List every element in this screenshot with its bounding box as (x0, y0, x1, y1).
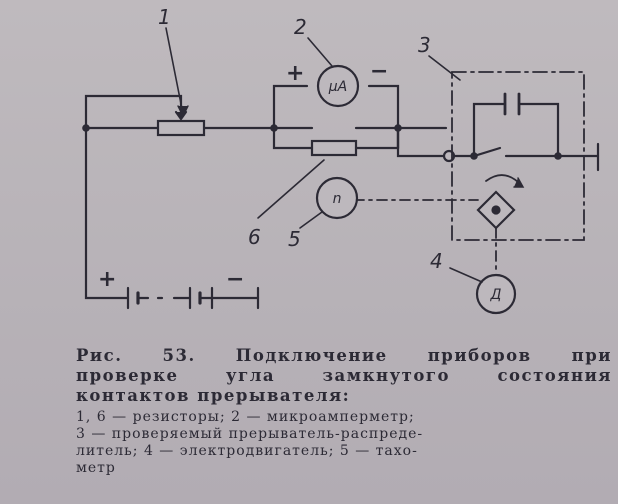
label-6: 6 (248, 225, 261, 249)
leader-4 (449, 267, 483, 283)
microammeter (316, 64, 360, 108)
battery (126, 286, 260, 310)
electric-motor (475, 273, 517, 315)
plus-sign-battery: + (98, 267, 116, 292)
distributor-box (451, 71, 585, 241)
circuit-diagram: 1 2 3 4 5 6 + − + − μA n Д (82, 5, 600, 315)
label-2: 2 (294, 15, 307, 39)
microammeter-symbol: μA (328, 79, 347, 95)
cam-rotor (476, 174, 525, 230)
plus-sign-top: + (286, 61, 304, 86)
caption-title-line-1: Рис. 53. Подключение приборов при (76, 346, 612, 365)
leader-5 (299, 211, 323, 229)
tachometer-symbol: n (333, 191, 342, 207)
motor-symbol: Д (490, 287, 502, 303)
breaker-wire (396, 126, 446, 158)
caption-legend: 1, 6 — резисторы; 2 — микроамперметр; 3 … (76, 409, 612, 477)
label-4: 4 (430, 249, 443, 273)
resistor-6 (310, 139, 358, 157)
resistor-1 (156, 119, 206, 137)
capacitor-wire (472, 102, 560, 158)
label-1: 1 (158, 5, 171, 29)
leader-3 (428, 55, 461, 81)
leader-1-arrow (177, 105, 189, 118)
caption-legend-line-4: метр (76, 460, 116, 476)
figure-caption: Рис. 53. Подключение приборов при провер… (76, 346, 612, 477)
label-3: 3 (418, 33, 431, 57)
leader-2 (307, 37, 333, 67)
caption-title-line-2: проверке угла замкнутого состояния (76, 366, 612, 385)
caption-legend-line-2: 3 — проверяемый прерыватель-распреде- (76, 426, 424, 442)
leader-6 (257, 159, 325, 219)
tachometer (315, 176, 359, 220)
caption-legend-line-1: 1, 6 — резисторы; 2 — микроамперметр; (76, 409, 415, 425)
minus-sign-top: − (370, 59, 388, 84)
battery-left-wire (84, 126, 130, 300)
caption-title: Рис. 53. Подключение приборов при провер… (76, 346, 612, 406)
caption-title-line-3: контактов прерывателя: (76, 386, 351, 405)
junction-dots (82, 124, 562, 160)
capacitor (503, 92, 521, 116)
leader-1 (165, 27, 184, 115)
caption-legend-line-3: литель; 4 — электродвигатель; 5 — тахо- (76, 443, 418, 459)
minus-sign-battery: − (226, 267, 244, 292)
label-5: 5 (288, 227, 301, 251)
